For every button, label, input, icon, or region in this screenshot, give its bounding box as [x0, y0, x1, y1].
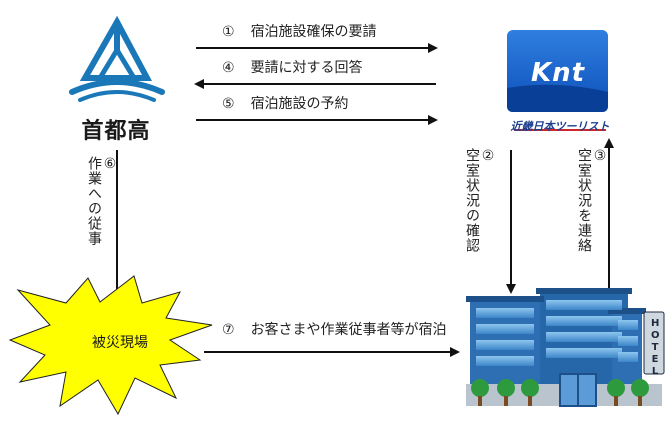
step5-text: 宿泊施設の予約 [250, 96, 349, 112]
step5-number: ⑤ [222, 96, 235, 112]
disaster-burst [8, 275, 213, 416]
step2-number: ② [480, 148, 496, 165]
shutoko-logo [69, 15, 165, 102]
shutoko-name: 首都高 [81, 119, 151, 144]
disaster-site-label: 被災現場 [92, 335, 148, 351]
knt-brand-text: Knt [530, 58, 586, 88]
knt-tagline: 近畿日本ツーリスト [510, 120, 610, 133]
step5-label: ⑤ 宿泊施設の予約 [222, 96, 349, 112]
step1-label: ① 宿泊施設確保の要請 [222, 24, 377, 40]
step4-number: ④ [222, 60, 235, 76]
step2-text: 空室状況の確認 [464, 148, 480, 253]
hotel-building [466, 288, 665, 407]
step3-text: 空室状況を連絡 [576, 148, 592, 253]
hotel-sign-text: HOTEL [651, 318, 660, 377]
step7-number: ⑦ [222, 322, 235, 338]
step6-number: ⑥ [102, 156, 118, 173]
step6-text: 作業への従事 [86, 156, 102, 246]
step1-number: ① [222, 24, 235, 40]
step3-number: ③ [592, 148, 608, 165]
step4-text: 要請に対する回答 [250, 60, 363, 76]
step7-label: ⑦ お客さまや作業従事者等が宿泊 [222, 322, 447, 338]
step4-label: ④ 要請に対する回答 [222, 60, 363, 76]
step7-text: お客さまや作業従事者等が宿泊 [250, 322, 447, 338]
step1-text: 宿泊施設確保の要請 [250, 24, 377, 40]
hotel-sign: HOTEL [648, 318, 662, 378]
